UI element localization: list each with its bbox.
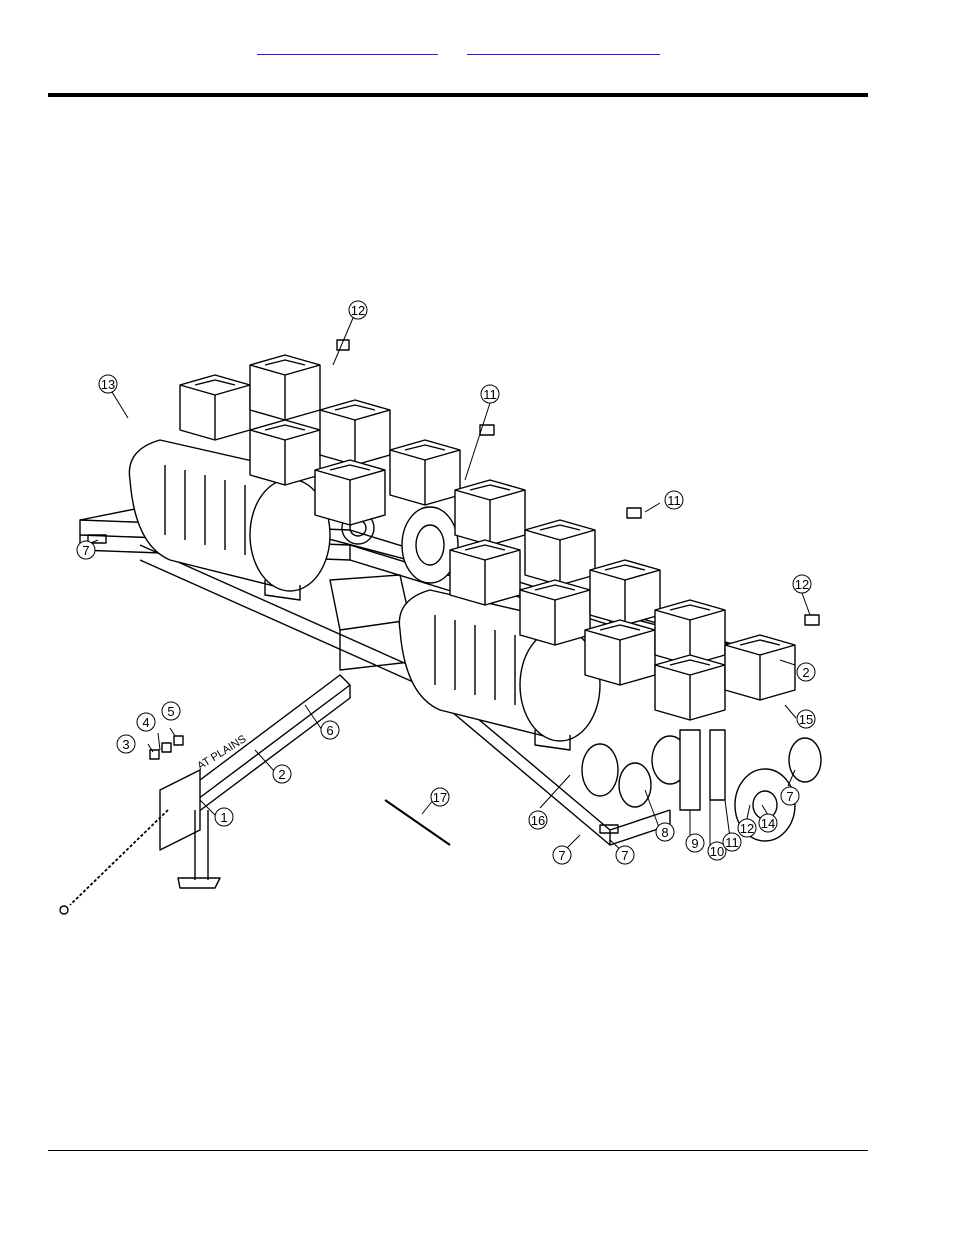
callout-2-b: 2 [272, 764, 292, 784]
decals [87, 339, 820, 834]
callout-7-b: 7 [552, 845, 572, 865]
svg-text:8: 8 [661, 825, 668, 840]
seed-hoppers [179, 354, 796, 721]
hopper [589, 559, 661, 626]
hopper [314, 459, 386, 526]
callout-11-c: 11 [722, 832, 742, 852]
svg-text:9: 9 [691, 836, 698, 851]
callout-5: 5 [161, 701, 181, 721]
hopper [319, 399, 391, 466]
callout-10: 10 [707, 841, 727, 861]
callout-2-a: 2 [796, 662, 816, 682]
nav-link-1[interactable] [257, 40, 438, 55]
svg-text:7: 7 [82, 543, 89, 558]
svg-text:1: 1 [220, 810, 227, 825]
hopper [179, 374, 251, 441]
svg-text:17: 17 [433, 790, 447, 805]
svg-text:7: 7 [786, 789, 793, 804]
callout-12-top: 12 [348, 300, 368, 320]
callout-12-c: 12 [737, 818, 757, 838]
svg-text:14: 14 [761, 816, 775, 831]
svg-text:7: 7 [558, 848, 565, 863]
callout-3: 3 [116, 734, 136, 754]
header-rule [48, 93, 868, 97]
callout-6: 6 [320, 720, 340, 740]
svg-text:11: 11 [667, 493, 681, 508]
callout-1: 1 [214, 807, 234, 827]
callout-7-d: 7 [780, 786, 800, 806]
svg-text:2: 2 [278, 767, 285, 782]
svg-text:11: 11 [725, 835, 739, 850]
callouts: 12 13 11 11 7 12 2 15 6 4 5 3 2 1 17 16 … [76, 300, 816, 865]
hopper [454, 479, 526, 546]
callout-16: 16 [528, 810, 548, 830]
hopper [249, 419, 321, 486]
hopper [524, 519, 596, 586]
callout-11-b: 11 [664, 490, 684, 510]
hopper [519, 579, 591, 646]
svg-text:2: 2 [802, 665, 809, 680]
center-assembly [329, 506, 459, 671]
svg-text:12: 12 [740, 821, 754, 836]
callout-4: 4 [136, 712, 156, 732]
part-17-rod [384, 799, 451, 846]
svg-text:12: 12 [795, 577, 809, 592]
svg-text:5: 5 [167, 704, 174, 719]
hopper [449, 539, 521, 606]
hopper [654, 654, 726, 721]
hitch-tongue [59, 674, 351, 915]
svg-text:11: 11 [483, 387, 497, 402]
svg-text:7: 7 [621, 848, 628, 863]
svg-text:13: 13 [101, 377, 115, 392]
svg-text:4: 4 [142, 715, 149, 730]
svg-text:15: 15 [799, 712, 813, 727]
callout-9: 9 [685, 833, 705, 853]
hopper [389, 439, 461, 506]
callout-7-c: 7 [615, 845, 635, 865]
nav-link-2[interactable] [467, 40, 660, 55]
planter-parts-diagram: AT PLAINS 12 13 11 11 7 12 2 [59, 300, 822, 915]
callout-13: 13 [98, 374, 118, 394]
svg-text:16: 16 [531, 813, 545, 828]
hopper [249, 354, 321, 421]
hopper [724, 634, 796, 701]
svg-text:3: 3 [122, 737, 129, 752]
svg-text:10: 10 [710, 844, 724, 859]
callout-14: 14 [758, 813, 778, 833]
footer-rule [48, 1150, 868, 1151]
svg-text:12: 12 [351, 303, 365, 318]
callout-15: 15 [796, 709, 816, 729]
hopper [584, 619, 656, 686]
callout-17: 17 [430, 787, 450, 807]
svg-text:6: 6 [326, 723, 333, 738]
callout-8: 8 [655, 822, 675, 842]
callout-7-a: 7 [76, 540, 96, 560]
callout-11-a: 11 [480, 384, 500, 404]
callout-12-b: 12 [792, 574, 812, 594]
